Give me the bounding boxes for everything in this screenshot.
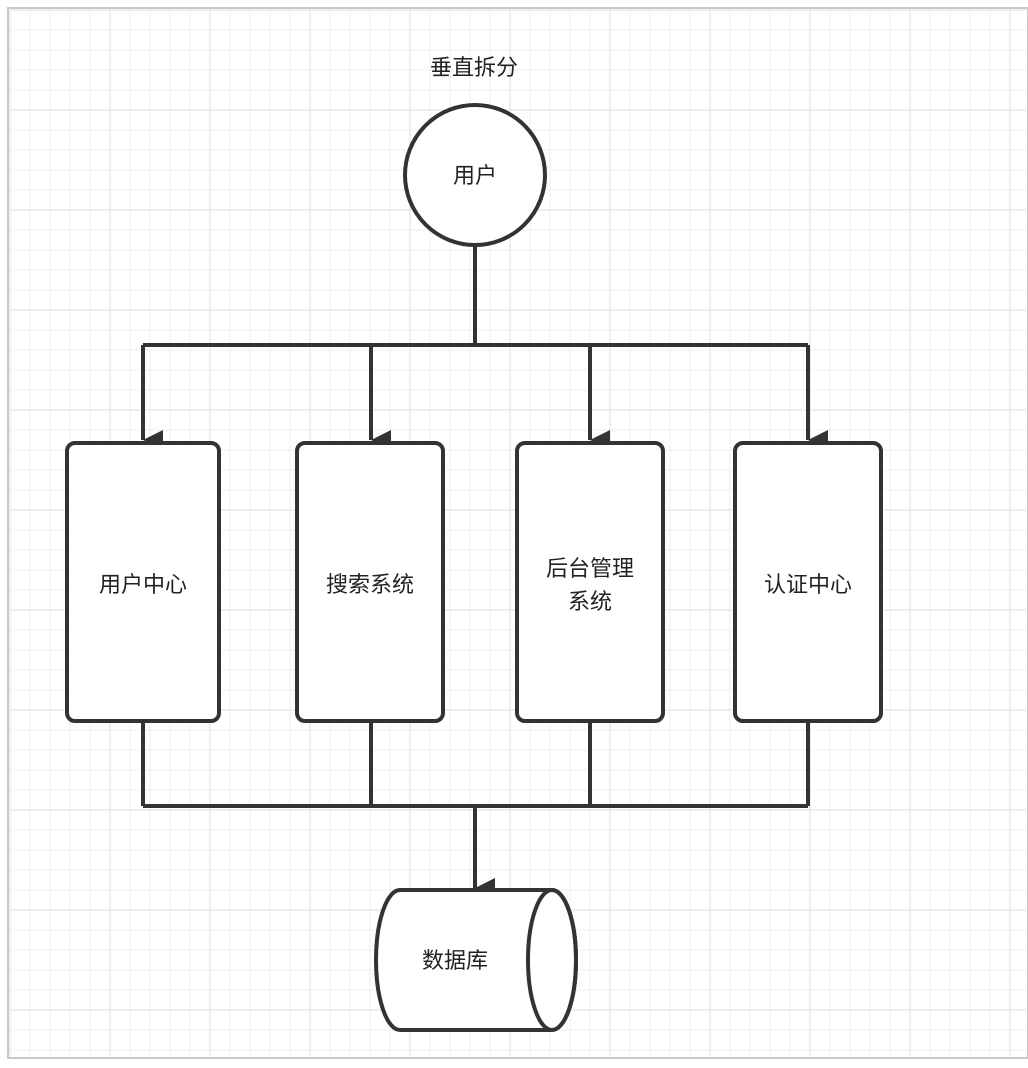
user-node[interactable]: 用户 [403,103,547,247]
user-circle-shape [403,103,547,247]
user-center-label: 用户中心 [99,573,187,598]
database-node[interactable]: 数据库 [374,888,578,1032]
services-to-database-edges [141,721,810,898]
admin-system-label-line2: 系统 [568,590,612,615]
database-label: 数据库 [422,949,488,974]
user-center-node[interactable]: 用户中心 [65,441,221,723]
user-center-box [65,441,221,723]
search-system-label: 搜索系统 [326,573,414,598]
admin-system-label-line1: 后台管理 [546,557,634,582]
search-system-node[interactable]: 搜索系统 [295,441,445,723]
diagram-title: 垂直拆分 [430,56,518,81]
canvas-frame [7,7,1028,1059]
admin-system-box [515,441,665,723]
auth-center-box [733,441,883,723]
user-to-services-edges [141,244,828,450]
auth-center-node[interactable]: 认证中心 [733,441,883,723]
database-cylinder-end [526,888,578,1032]
search-system-box [295,441,445,723]
admin-system-node[interactable]: 后台管理 系统 [515,441,665,723]
auth-center-label: 认证中心 [764,573,852,598]
user-node-label: 用户 [453,164,497,189]
